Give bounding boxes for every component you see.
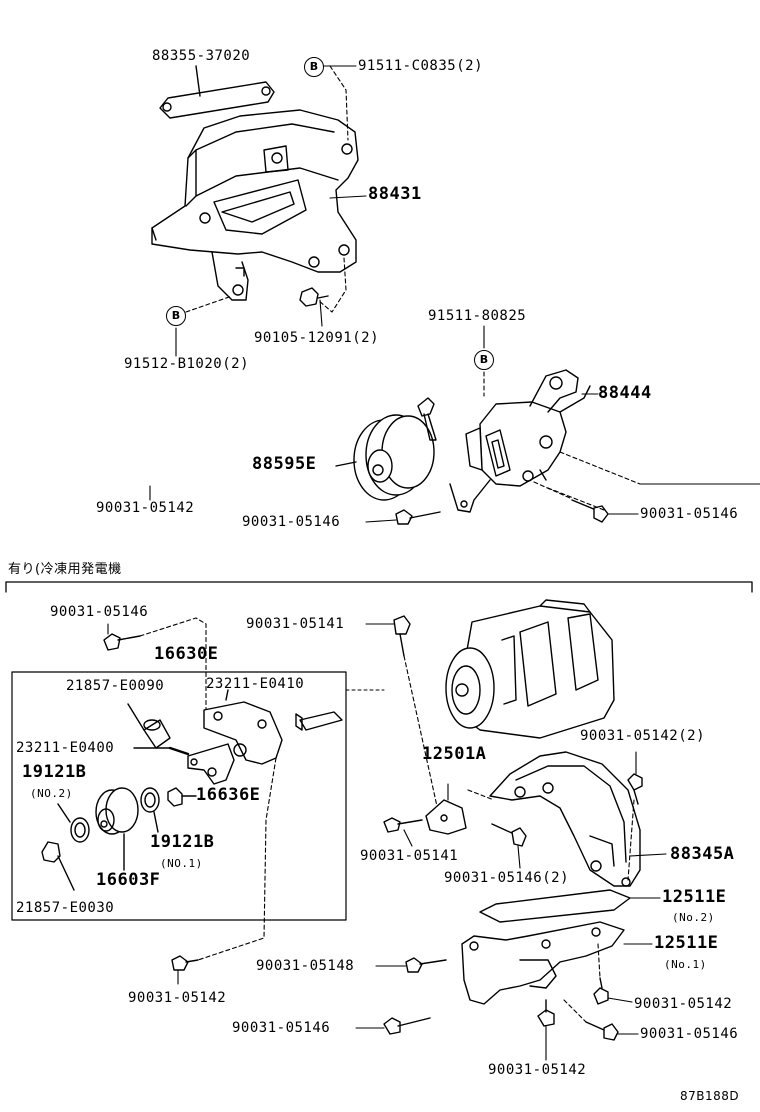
stay-12501a: [425, 783, 467, 835]
label-91511-80825: 91511-80825: [428, 308, 527, 324]
cap-21857-e0030: [41, 841, 75, 891]
section-title: 有り(冷凍用発電機: [8, 562, 122, 577]
label-19121b-b: 19121B: [150, 832, 215, 852]
bolt-90031-05148: [375, 957, 447, 973]
bolt-tensioner: [417, 397, 437, 441]
label-12501a: 12501A: [422, 744, 487, 764]
label-88355-37020: 88355-37020: [152, 48, 251, 64]
bracket-23211: [187, 689, 283, 785]
section-frame: [5, 581, 753, 593]
bolt-90031-05146-low: [355, 1017, 431, 1035]
bolt-top-left: [103, 623, 141, 651]
pulley-16603f: [95, 787, 139, 871]
bearing-19121b-no1: [140, 787, 160, 833]
bracket-88444: [465, 369, 591, 487]
label-90031-05142-b: 90031-05142: [128, 990, 227, 1006]
label-90031-05142-2: 90031-05142(2): [580, 728, 706, 744]
marker-b-2: B: [166, 306, 186, 326]
label-16636e: 16636E: [196, 785, 261, 805]
label-90105-12091: 90105-12091(2): [254, 330, 380, 346]
bracket-88345a: [489, 751, 641, 887]
bolt-90105: [299, 287, 329, 307]
label-90031-05141-b: 90031-05141: [360, 848, 459, 864]
label-90031-05146-b: 90031-05146: [640, 506, 739, 522]
bolt-16636e: [167, 787, 197, 807]
label-90031-05146-a: 90031-05146: [242, 514, 341, 530]
label-19121b-a: 19121B: [22, 762, 87, 782]
bolt-90031-05146-mid: [491, 823, 527, 869]
bearing-19121b-no2: [57, 803, 90, 843]
label-16603f: 16603F: [96, 870, 161, 890]
marker-b-3: B: [474, 350, 494, 370]
bolt-90031-05146: [395, 499, 609, 525]
pulley-88595e: [335, 414, 435, 501]
label-91511-c0835: 91511-C0835(2): [358, 58, 484, 74]
marker-b-1: B: [304, 57, 324, 77]
bolt-90031-05142-right: [593, 977, 633, 1005]
label-21857-e0030: 21857-E0030: [16, 900, 115, 916]
bolt-lower-left: [171, 955, 199, 985]
kit-box: [11, 671, 347, 921]
label-no1-a: (NO.1): [160, 857, 203, 870]
label-90031-05146-2: 90031-05146(2): [444, 870, 570, 886]
bolt-90031-05141-mid: [383, 817, 423, 847]
label-no1-b: (No.1): [664, 958, 707, 971]
label-88345a: 88345A: [670, 844, 735, 864]
bracket-88431: [151, 109, 359, 301]
bolt-23211-e0400: [133, 746, 190, 756]
label-90031-05141-a: 90031-05141: [246, 616, 345, 632]
label-88431: 88431: [368, 184, 422, 204]
stay-small: [449, 479, 491, 513]
label-23211-e0410: 23211-E0410: [206, 676, 305, 692]
label-90031-05146-c: 90031-05146: [50, 604, 149, 620]
label-90031-05142-c: 90031-05142: [634, 996, 733, 1012]
label-91512-b1020: 91512-B1020(2): [124, 356, 250, 372]
label-90031-05142-d: 90031-05142: [488, 1062, 587, 1078]
label-23211-e0400: 23211-E0400: [16, 740, 115, 756]
label-90031-05148: 90031-05148: [256, 958, 355, 974]
bolt-90031-05142-low: [537, 999, 555, 1061]
label-no2-b: (No.2): [672, 911, 715, 924]
label-16630e: 16630E: [154, 644, 219, 664]
label-21857-e0090: 21857-E0090: [66, 678, 165, 694]
plate-12511e-no2: [479, 889, 661, 923]
label-12511e-a: 12511E: [662, 887, 727, 907]
reference-code: 87B188D: [680, 1089, 740, 1103]
label-90031-05146-d: 90031-05146: [232, 1020, 331, 1036]
alternator-12501a: [445, 599, 615, 739]
bolt-23211-e0410: [295, 711, 343, 731]
stay-88355: [159, 65, 275, 119]
label-88595e: 88595E: [252, 454, 317, 474]
bolt-90031-05141-top: [365, 615, 411, 657]
label-88444: 88444: [598, 383, 652, 403]
label-12511e-b: 12511E: [654, 933, 719, 953]
label-90031-05146-e: 90031-05146: [640, 1026, 739, 1042]
collar-21857-e0090: [127, 703, 171, 749]
label-no2-a: (NO.2): [30, 787, 73, 800]
bolt-90031-05146-right: [585, 1021, 639, 1041]
bolt-90031-05142-2: [627, 751, 643, 805]
label-90031-05142-a: 90031-05142: [96, 500, 195, 516]
plate-12511e-no1: [461, 921, 653, 1005]
